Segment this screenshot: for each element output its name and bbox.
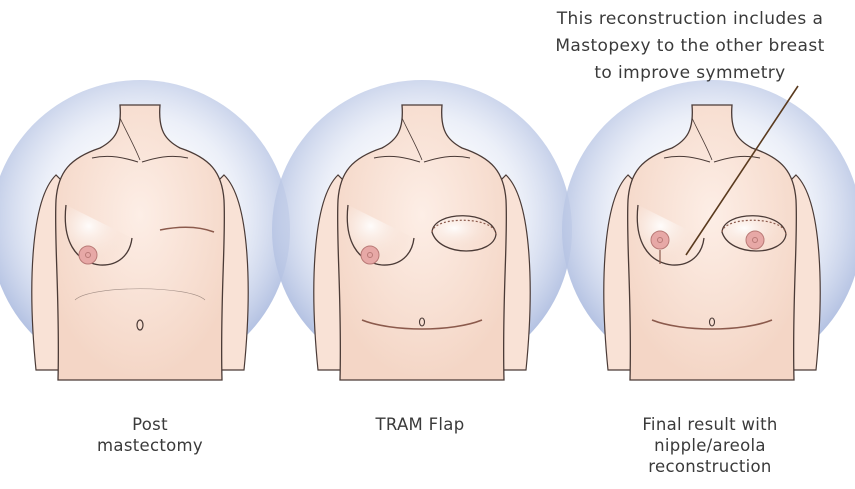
caption-line: reconstruction (610, 456, 810, 477)
torso-figure-3 (562, 80, 855, 380)
annotation-text: This reconstruction includes a Mastopexy… (510, 6, 855, 87)
caption-line: TRAM Flap (330, 414, 510, 435)
caption-line: mastectomy (60, 435, 240, 456)
caption-line: nipple/areola (610, 435, 810, 456)
caption-tram-flap: TRAM Flap (330, 414, 510, 435)
nipple-areola (361, 246, 379, 264)
reconstructed-nipple-areola (746, 231, 764, 249)
annotation-line-3: to improve symmetry (510, 60, 855, 87)
caption-line: Post (60, 414, 240, 435)
annotation-line-2: Mastopexy to the other breast (510, 33, 855, 60)
annotation-line-1: This reconstruction includes a (510, 6, 855, 33)
torso-figure-2 (272, 80, 572, 380)
torso-figure-1 (0, 80, 290, 380)
caption-line: Final result with (610, 414, 810, 435)
caption-final-result: Final result with nipple/areola reconstr… (610, 414, 810, 477)
nipple-areola (79, 246, 97, 264)
caption-post-mastectomy: Post mastectomy (60, 414, 240, 456)
nipple-areola (651, 231, 669, 249)
